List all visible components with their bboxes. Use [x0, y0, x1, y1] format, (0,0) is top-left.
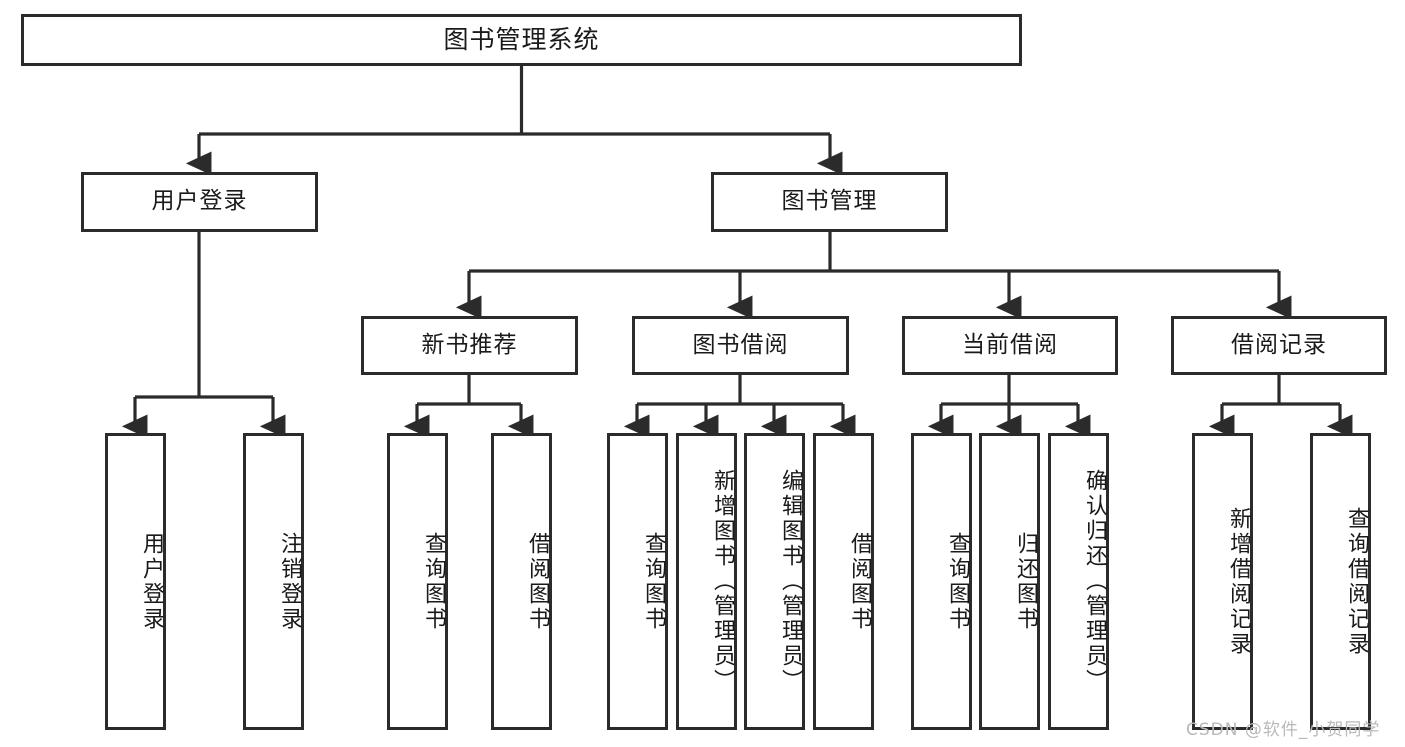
node-label: 查询图书	[641, 531, 666, 632]
node-label: 新书推荐	[421, 331, 518, 358]
node-user-login[interactable]: 用户登录	[81, 172, 318, 232]
leaf-user-login[interactable]: 用户登录	[105, 433, 166, 730]
leaf-add-book[interactable]: 新增图书（管理员）	[676, 433, 737, 730]
node-label: 借阅记录	[1231, 331, 1327, 358]
node-current-borrow[interactable]: 当前借阅	[902, 316, 1118, 375]
node-label: 图书借阅	[692, 331, 789, 358]
node-label: 新增图书（管理员）	[710, 469, 735, 694]
node-label: 用户登录	[139, 531, 164, 632]
node-label: 新增借阅记录	[1226, 506, 1251, 657]
leaf-borrow-book[interactable]: 借阅图书	[813, 433, 874, 730]
csdn-watermark: CSDN @软件_小贺同学	[1186, 720, 1381, 740]
leaf-edit-book[interactable]: 编辑图书（管理员）	[744, 433, 805, 730]
leaf-query-book-current[interactable]: 查询图书	[911, 433, 972, 730]
leaf-borrow-book-recommend[interactable]: 借阅图书	[491, 433, 552, 730]
node-label: 查询图书	[421, 531, 446, 632]
node-label: 注销登录	[277, 531, 302, 632]
node-root-system[interactable]: 图书管理系统	[21, 14, 1022, 66]
node-label: 图书管理系统	[443, 25, 600, 55]
leaf-add-borrow-record[interactable]: 新增借阅记录	[1192, 433, 1253, 730]
leaf-query-book-borrow[interactable]: 查询图书	[607, 433, 668, 730]
leaf-return-book[interactable]: 归还图书	[979, 433, 1040, 730]
leaf-logout-login[interactable]: 注销登录	[243, 433, 304, 730]
node-borrow-record[interactable]: 借阅记录	[1171, 316, 1387, 375]
node-book-borrow[interactable]: 图书借阅	[632, 316, 849, 375]
node-label: 查询借阅记录	[1344, 506, 1369, 657]
node-label: 归还图书	[1013, 531, 1038, 632]
node-label: 编辑图书（管理员）	[778, 469, 803, 694]
node-label: 借阅图书	[525, 531, 550, 632]
node-label: 确认归还（管理员）	[1082, 469, 1107, 694]
node-label: 图书管理	[781, 188, 878, 215]
node-label: 用户登录	[151, 188, 248, 215]
node-label: 查询图书	[945, 531, 970, 632]
node-label: 借阅图书	[847, 531, 872, 632]
node-new-book-recommend[interactable]: 新书推荐	[361, 316, 578, 375]
node-label: 当前借阅	[962, 331, 1058, 358]
leaf-query-book-recommend[interactable]: 查询图书	[387, 433, 448, 730]
node-book-management[interactable]: 图书管理	[711, 172, 948, 232]
leaf-confirm-return[interactable]: 确认归还（管理员）	[1048, 433, 1109, 730]
leaf-query-borrow-record[interactable]: 查询借阅记录	[1310, 433, 1371, 730]
